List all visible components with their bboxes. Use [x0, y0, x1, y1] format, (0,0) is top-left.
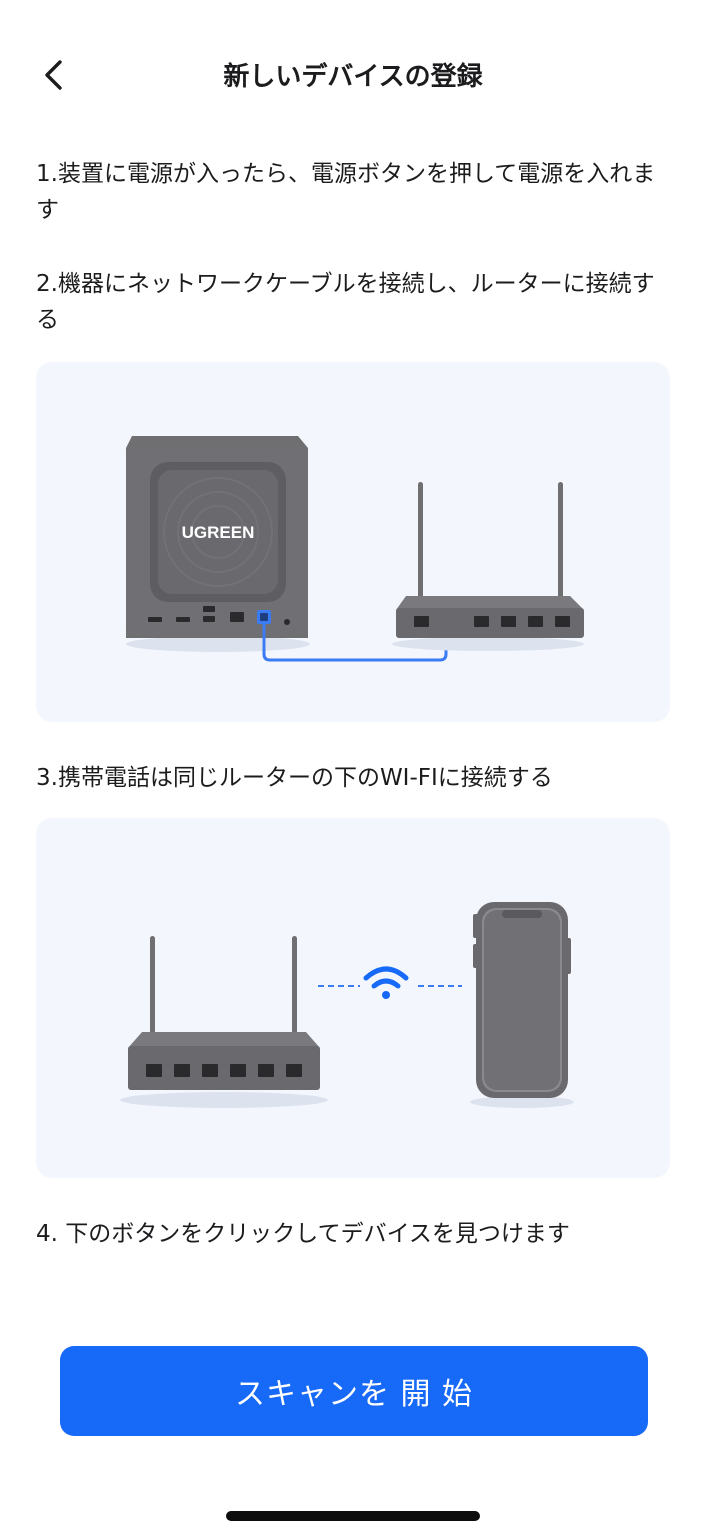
- step-3-text: 3.携帯電話は同じルーターの下のWI-FIに接続する: [36, 765, 553, 791]
- nas-device-icon: UGREEN: [126, 436, 310, 652]
- home-indicator[interactable]: [226, 1511, 480, 1521]
- router-phone-wifi-illustration: [36, 818, 670, 1178]
- header: 新しいデバイスの登録: [0, 40, 706, 110]
- step-4-text: 4. 下のボタンをクリックしてデバイスを見つけます: [36, 1221, 570, 1247]
- router-icon: [392, 482, 584, 651]
- chevron-left-icon: [45, 60, 62, 90]
- back-button[interactable]: [30, 52, 76, 98]
- router-icon: [120, 936, 328, 1108]
- start-scan-button[interactable]: スキャンを 開 始: [60, 1346, 648, 1436]
- step-1-text: 1.装置に電源が入ったら、電源ボタンを押して電源を入れます: [36, 161, 656, 223]
- device-brand-logo: UGREEN: [182, 523, 255, 542]
- step-2-text: 2.機器にネットワークケーブルを接続し、ルーターに接続する: [36, 271, 655, 333]
- smartphone-icon: [470, 902, 574, 1108]
- nas-router-illustration: UGREEN: [36, 362, 670, 722]
- page-title: 新しいデバイスの登録: [223, 62, 483, 92]
- wifi-icon: [318, 966, 462, 999]
